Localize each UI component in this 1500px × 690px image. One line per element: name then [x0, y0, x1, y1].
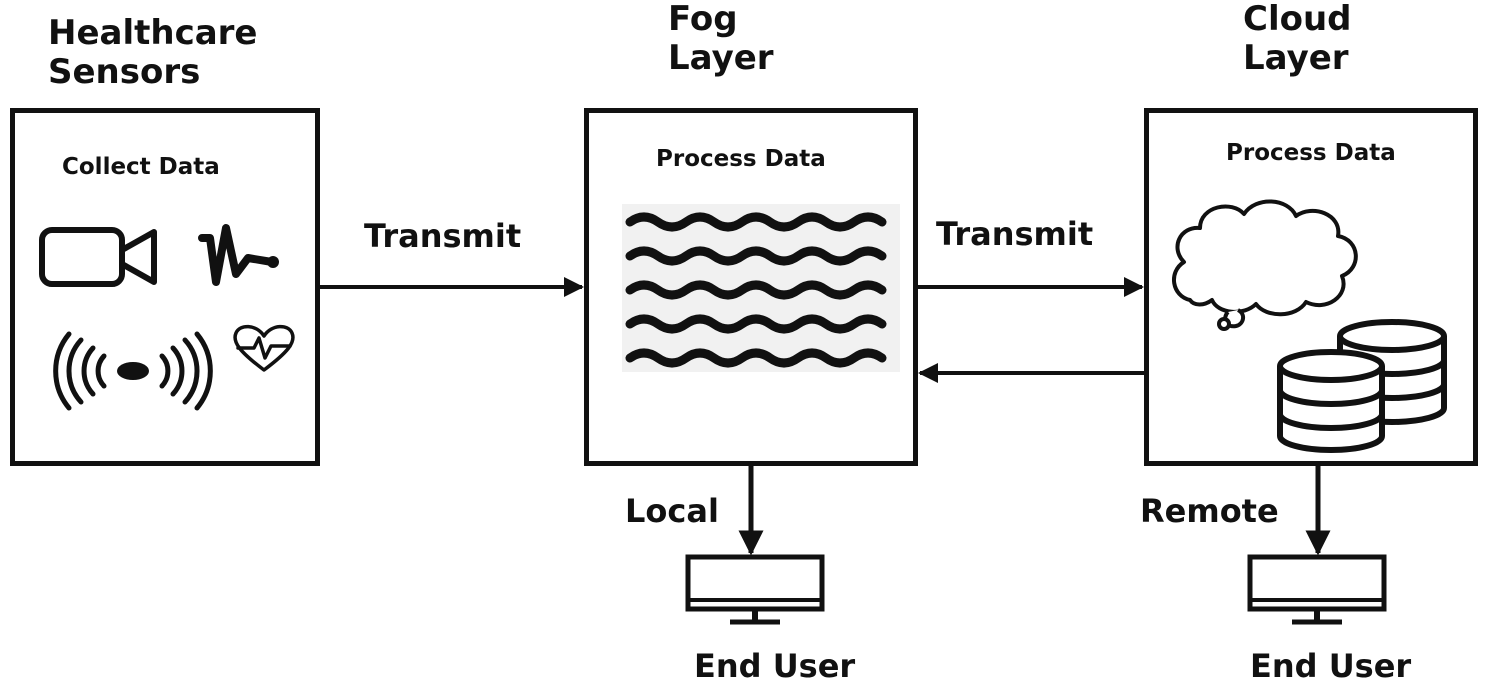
monitor-icon [685, 554, 825, 625]
cloud-title: Cloud Layer [1243, 0, 1352, 78]
edge-label-sensors-to-fog: Transmit [364, 217, 522, 255]
fog-title-line2: Layer [668, 38, 774, 79]
sensors-title-line2: Sensors [48, 52, 201, 93]
video-camera-icon [39, 227, 157, 287]
cloud-icon [1172, 199, 1358, 331]
fog-inner-label: Process Data [656, 146, 826, 172]
fog-title: Fog Layer [668, 0, 774, 78]
sensors-inner-label: Collect Data [62, 154, 220, 180]
edge-label-fog-to-user: Local [625, 492, 719, 530]
monitor-icon [1247, 554, 1387, 625]
ecg-wave-icon [198, 224, 279, 286]
end-user-remote-label: End User [1250, 647, 1412, 685]
sensors-title: Healthcare Sensors [48, 13, 258, 93]
sensors-box [10, 108, 320, 466]
end-user-local-label: End User [694, 647, 856, 685]
heart-monitor-icon [233, 324, 295, 372]
cloud-inner-label: Process Data [1226, 140, 1396, 166]
fog-title-line1: Fog [668, 0, 738, 39]
wavy-lines-icon [622, 204, 900, 372]
sensors-title-line1: Healthcare [48, 13, 258, 53]
database-icon [1277, 319, 1447, 453]
edge-label-fog-to-cloud: Transmit [936, 215, 1094, 253]
cloud-title-line2: Layer [1243, 38, 1349, 79]
cloud-title-line1: Cloud [1243, 0, 1352, 39]
edge-label-cloud-to-user: Remote [1140, 492, 1279, 530]
wireless-signal-icon [53, 331, 213, 411]
